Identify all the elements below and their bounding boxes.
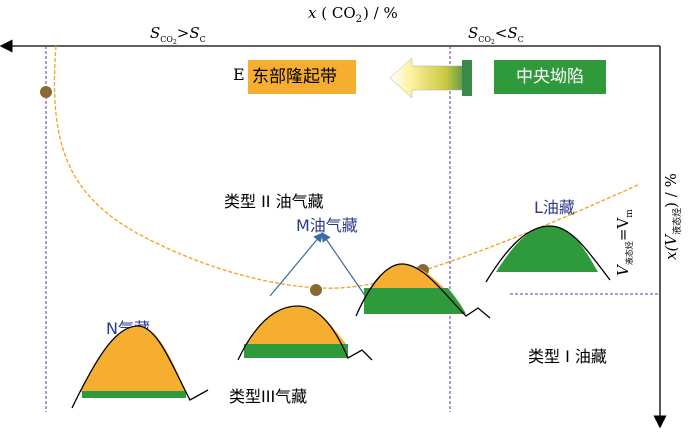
- curve-point-left: [40, 86, 52, 98]
- l-oil-reservoir: [485, 225, 611, 283]
- curve-point-middle: [310, 284, 322, 296]
- condition-left: SCO2>SC: [150, 24, 206, 46]
- curve-equation-label: V液态烃=Vm: [614, 209, 635, 276]
- migration-arrow-icon: [389, 57, 471, 99]
- m-arrow-right: [321, 232, 369, 301]
- n-gas-reservoir: [71, 325, 209, 409]
- m-oilgas-reservoir: [355, 263, 491, 319]
- east-uplift-label: 东部隆起带: [252, 67, 337, 87]
- phase-curve: [53, 45, 641, 289]
- east-uplift-box: [248, 60, 356, 94]
- legend-e-letter: E: [233, 65, 245, 84]
- m-arrow-left: [269, 232, 324, 297]
- top-axis-label: x ( CO2) / %: [308, 4, 398, 25]
- type3-reservoir: [237, 305, 373, 361]
- type2-label: 类型 II 油气藏: [224, 192, 324, 211]
- type3-label: 类型III气藏: [229, 387, 307, 406]
- l-reservoir-label: L油藏: [534, 198, 575, 217]
- right-axis-label: x(V液态烃) / %: [662, 173, 683, 260]
- condition-right: SCO2<SC: [468, 24, 524, 46]
- central-depression-label: 中央坳陷: [516, 67, 584, 87]
- central-depression-box: [494, 60, 606, 94]
- type1-label: 类型 I 油藏: [528, 347, 607, 366]
- m-reservoir-label: M油气藏: [296, 216, 358, 235]
- migration-arrow-tail: [462, 60, 472, 96]
